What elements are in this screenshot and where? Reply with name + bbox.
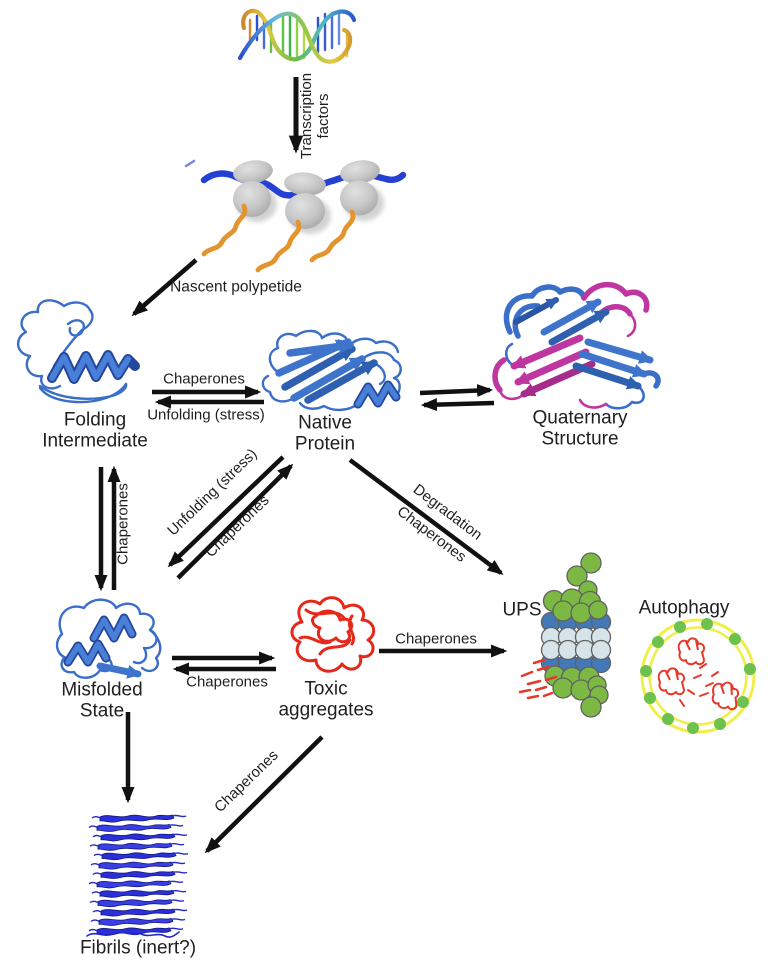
arrow-native-to-quaternary: [419, 384, 494, 398]
fibrils-label: Fibrils (inert?): [79, 937, 197, 959]
nascent-arrow: [131, 258, 198, 317]
chaperones-misfolded-toxic-label: Chaperones: [186, 673, 268, 691]
ups-label: UPS: [502, 599, 542, 621]
ribosome-group: [184, 159, 407, 273]
folding-intermediate-structure: [17, 299, 140, 404]
quaternary-structure-label: Quaternary Structure: [532, 407, 628, 450]
vesicle-dots: [640, 618, 756, 734]
quaternary-structure: [492, 282, 661, 410]
arrow-quaternary-to-native: [420, 398, 495, 412]
chaperones-folding-native-label: Chaperones: [163, 370, 245, 388]
autophagy-label: Autophagy: [638, 597, 730, 619]
arrow-misfolded-to-native: [176, 463, 294, 580]
toxic-aggregates-label: Toxic aggregates: [278, 678, 374, 721]
nascent-chains: [201, 203, 356, 273]
engulfed-aggregates: [657, 637, 740, 711]
engulfed-peptides: [679, 663, 719, 707]
chaperones-toxic-ups-label: Chaperones: [395, 630, 477, 648]
native-protein-structure: [261, 329, 402, 412]
dna-illustration: [237, 8, 357, 64]
mrna-tick: [184, 159, 196, 168]
arrow-native-to-misfolded: [167, 455, 285, 568]
toxic-aggregates-structure: [290, 596, 376, 673]
arrow-native-to-ups: [348, 458, 504, 575]
chaperones-vertical-label: Chaperones: [114, 483, 132, 565]
arrow-toxic-to-fibrils: [204, 735, 324, 854]
unfolding-stress-top-label: Unfolding (stress): [147, 406, 265, 424]
pathway-arrows: [94, 384, 508, 854]
misfolded-state-structure: [55, 598, 162, 679]
degraded-peptides: [518, 658, 558, 700]
folding-intermediate-label: Folding Intermediate: [42, 409, 148, 452]
native-protein-label: Native Protein: [294, 412, 356, 455]
autophagosome: [640, 618, 756, 734]
fibrils-structure: [86, 814, 189, 938]
transcription-factors-label: Transcription factors: [298, 72, 332, 160]
nascent-polypeptide-label: Nascent polypetide: [170, 278, 302, 296]
misfolded-state-label: Misfolded State: [61, 679, 143, 722]
